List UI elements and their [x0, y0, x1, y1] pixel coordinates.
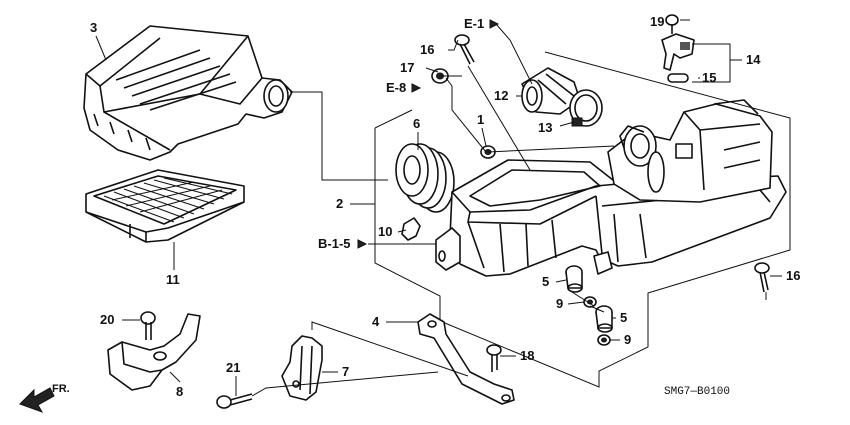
bolt-upper	[454, 34, 475, 65]
support-stay	[281, 335, 323, 401]
callout-9-upper: 9	[556, 296, 563, 311]
front-direction-label: FR.	[52, 383, 70, 395]
o-ring	[667, 73, 689, 83]
arrow-e1	[489, 19, 500, 29]
hose-clamp	[569, 89, 603, 127]
callout-7: 7	[342, 364, 349, 379]
callout-10: 10	[378, 224, 392, 239]
mount-collar-lower	[597, 334, 611, 346]
callout-11: 11	[166, 272, 180, 287]
air-cleaner-cover	[83, 25, 293, 161]
mounting-bracket	[417, 313, 515, 405]
diagram-code: SMG7—B0100	[664, 386, 730, 398]
bolt-stay	[216, 393, 253, 409]
callout-5-upper: 5	[542, 274, 549, 289]
callout-13: 13	[538, 120, 552, 135]
callout-16-lower: 16	[786, 268, 800, 283]
front-arrow-icon	[19, 387, 55, 413]
mount-rubber-lower	[595, 305, 613, 333]
callout-14: 14	[746, 52, 761, 67]
intake-air-temp-sensor	[661, 33, 695, 71]
arrow-b15	[357, 239, 368, 249]
bolt-bracket	[486, 344, 502, 372]
mount-collar-upper	[583, 296, 597, 308]
reference-e8: E-8	[386, 80, 406, 95]
reference-b15: B-1-5	[318, 236, 351, 251]
assembly-frame	[374, 51, 791, 388]
intake-tube	[521, 67, 581, 115]
callout-1: 1	[477, 112, 484, 127]
bolt-lower	[754, 262, 770, 293]
arrow-e8	[411, 83, 422, 93]
air-filter-element	[85, 169, 245, 243]
callout-6: 6	[413, 116, 420, 131]
reference-e1: E-1	[464, 16, 484, 31]
callout-3: 3	[90, 20, 97, 35]
callout-5-lower: 5	[620, 310, 627, 325]
intake-bellows	[395, 143, 455, 213]
callout-19: 19	[650, 14, 664, 29]
callout-2: 2	[336, 196, 343, 211]
callout-18: 18	[520, 348, 534, 363]
callout-15: 15	[702, 70, 716, 85]
callout-8: 8	[176, 384, 183, 399]
clip	[401, 217, 421, 241]
bolt-lower-bracket	[140, 311, 156, 340]
callout-12: 12	[494, 88, 508, 103]
bolt-sensor	[665, 14, 679, 34]
air-cleaner-case	[435, 99, 787, 277]
callout-4: 4	[372, 314, 380, 329]
mount-rubber-upper	[565, 265, 583, 293]
leader-lines	[95, 19, 782, 397]
callout-21: 21	[226, 360, 240, 375]
callout-20: 20	[100, 312, 114, 327]
callout-9-lower: 9	[624, 332, 631, 347]
callout-17: 17	[400, 60, 414, 75]
lower-bracket	[107, 313, 201, 391]
callout-16-upper: 16	[420, 42, 434, 57]
